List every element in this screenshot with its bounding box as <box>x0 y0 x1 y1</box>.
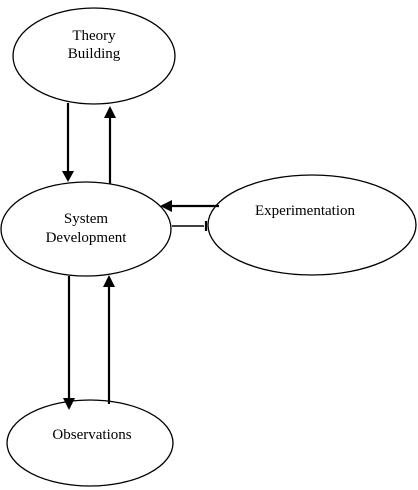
arrow-up-icon <box>103 275 115 287</box>
arrow-up-icon <box>104 106 116 118</box>
theory-building-label-line1: Theory <box>72 28 116 44</box>
edge-experimentation-to-system <box>160 200 219 212</box>
observations-label: Observations <box>52 427 131 443</box>
system-development-ellipse <box>0 181 172 277</box>
experimentation-label: Experimentation <box>255 203 355 219</box>
observations-ellipse <box>6 399 174 487</box>
edge-theory-to-system <box>62 103 74 182</box>
system-development-label-line1: System <box>64 211 109 227</box>
arrow-down-icon <box>62 171 74 182</box>
arrow-left-icon <box>160 200 172 212</box>
edge-system-to-observations <box>63 276 75 410</box>
edge-observations-to-system <box>103 275 115 404</box>
theory-building-ellipse <box>12 7 176 105</box>
arrow-down-icon <box>63 398 75 410</box>
experimentation-ellipse <box>207 174 417 276</box>
node-theory-building: Theory Building <box>12 7 176 105</box>
node-experimentation: Experimentation <box>207 174 417 276</box>
node-observations: Observations <box>6 399 174 487</box>
theory-building-label-line2: Building <box>68 46 121 62</box>
node-system-development: System Development <box>0 181 172 277</box>
edge-system-to-theory <box>104 106 116 184</box>
edge-system-to-experimentation <box>172 221 208 231</box>
system-development-label-line2: Development <box>46 230 128 246</box>
